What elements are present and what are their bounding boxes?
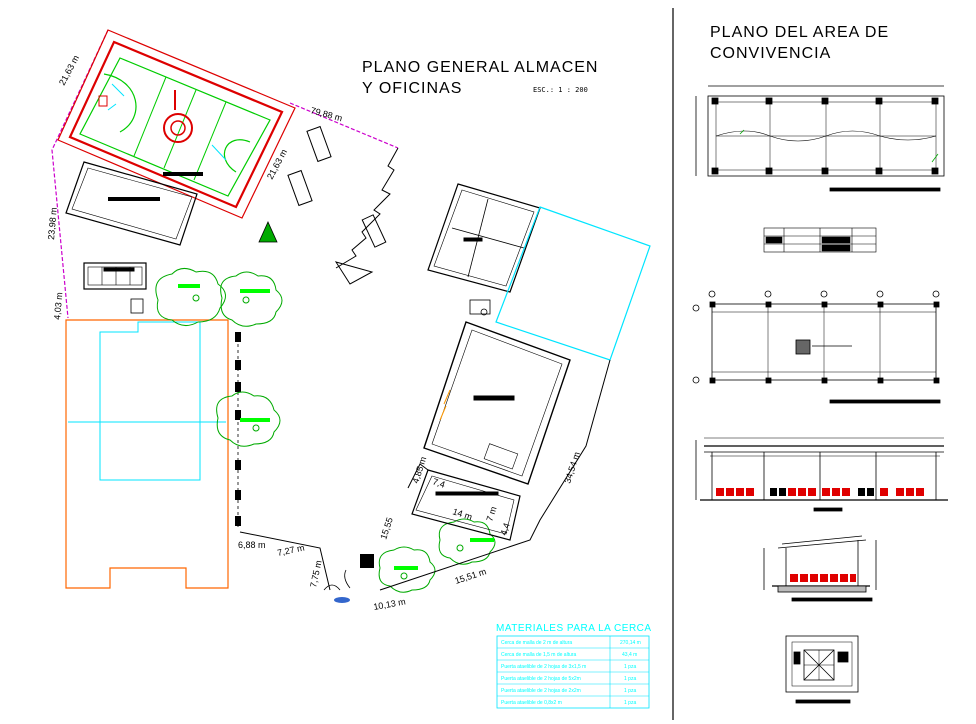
orange-building	[65, 319, 229, 589]
small-tree-symbol	[258, 221, 278, 243]
gate-triangle	[334, 261, 374, 285]
main-plan-scale: ESC.: 1 : 200	[533, 86, 588, 94]
side-plan-title-line1: PLANO DEL AREA DE	[710, 24, 889, 41]
material-item: Puerta ataelible de 2 hojas de 2x2m	[501, 688, 581, 694]
property-fence	[51, 29, 399, 319]
roof-framing-plan	[695, 85, 945, 192]
material-qty: 1 pza	[624, 676, 636, 682]
elevation-seating-black	[770, 488, 874, 496]
dim-label: 15,51 m	[454, 566, 488, 586]
tree-labels	[178, 284, 494, 570]
dim-label: 14 m	[451, 506, 473, 522]
main-plan-title-line1: PLANO GENERAL ALMACEN	[362, 59, 598, 76]
dim-label: 6,88 m	[238, 540, 266, 550]
tree-2	[220, 271, 283, 327]
dim-label: 21,63 m	[57, 54, 81, 87]
small-rooms-block	[83, 262, 147, 314]
office-building-upper	[427, 183, 541, 316]
material-qty: 1 pza	[624, 688, 636, 694]
dim-label: 7,4	[431, 476, 446, 489]
office-building-lower	[411, 469, 521, 541]
dim-label: 34,54 m	[562, 451, 582, 485]
tree-1	[155, 268, 226, 326]
site-perimeter	[239, 359, 611, 591]
material-item: Puerta ataelible de 2 hojas de 3x1,5 m	[501, 664, 586, 670]
material-qty: 1 pza	[624, 700, 636, 706]
sports-court	[57, 29, 296, 219]
dim-label: 7 m	[484, 505, 498, 522]
dim-label: 4,4	[498, 522, 511, 537]
dim-label: 7,27 m	[276, 542, 305, 558]
tree-3	[216, 391, 281, 447]
convivencia-section	[763, 535, 877, 602]
dim-label: 23,98 m	[46, 207, 59, 240]
side-plan-title-line2: CONVIVENCIA	[710, 45, 831, 62]
main-plan-title-line2: Y OFICINAS	[362, 80, 462, 97]
materials-table: MATERIALES PARA LA CERCA Cerca de malla …	[496, 623, 652, 709]
material-item: Puerta ataelible de 2 hojas de 5x2m	[501, 676, 581, 682]
gate-entrance	[323, 554, 374, 603]
material-qty: 1 pza	[624, 664, 636, 670]
trees-group	[155, 268, 496, 593]
open-area-cyan	[495, 206, 651, 361]
dimension-labels: 21,63 m 79,88 m 21,63 m 23,98 m 4,03 m 6…	[46, 54, 582, 612]
dim-label: 15,55	[378, 516, 394, 541]
section-seating	[790, 574, 856, 582]
schedule-table	[763, 227, 877, 253]
tree-4	[438, 518, 496, 565]
fence-posts-west	[235, 332, 241, 530]
dim-label: 79,88 m	[309, 105, 343, 123]
convivencia-floor-plan	[692, 290, 941, 404]
access-road-edge	[335, 147, 399, 269]
tree-5	[378, 546, 436, 593]
detail-plan	[785, 635, 859, 704]
dim-label: 10,13 m	[373, 596, 407, 611]
materials-title: MATERIALES PARA LA CERCA	[496, 623, 652, 634]
dim-label: 4,03 m	[52, 292, 64, 320]
storage-building-left	[65, 161, 198, 246]
convivencia-elevation	[695, 437, 948, 512]
dim-label: 4,85 m	[410, 455, 428, 484]
elevation-seating	[716, 488, 924, 496]
vehicles	[287, 125, 387, 248]
material-qty: 43,4 m	[622, 652, 637, 658]
material-item: Cerca de malla de 1,5 m de altura	[501, 652, 577, 658]
dim-label: 7,75 m	[308, 559, 324, 588]
material-item: Puerta ataelible de 0,8x2 m	[501, 700, 562, 706]
material-item: Cerca de malla de 2 m de altura	[501, 640, 572, 646]
main-warehouse	[423, 321, 571, 485]
material-qty: 270,14 m	[620, 640, 641, 646]
